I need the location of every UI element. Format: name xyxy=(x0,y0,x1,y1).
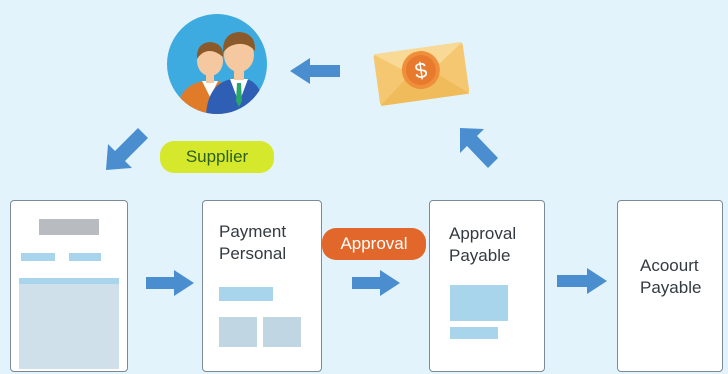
document-line-left xyxy=(21,253,55,261)
approval-payable-card: Approval Payable xyxy=(429,200,545,372)
arrow-up-left xyxy=(460,128,498,168)
payment-personal-title-line1: Payment xyxy=(219,222,287,241)
supplier-label: Supplier xyxy=(160,141,274,173)
account-payable-title-line1: Acoourt xyxy=(640,256,699,275)
payment-personal-bar xyxy=(219,287,273,301)
approval-payable-title-line1: Approval xyxy=(449,224,517,243)
supplier-people-icon xyxy=(167,14,267,114)
dollar-envelope-icon: $ xyxy=(373,41,470,106)
payment-personal-box-left xyxy=(219,317,257,347)
approval-payable-box xyxy=(450,285,508,321)
arrow-right-2 xyxy=(352,270,400,296)
approval-label: Approval xyxy=(322,228,426,260)
arrow-down-left xyxy=(106,128,148,170)
svg-text:$: $ xyxy=(413,57,429,83)
account-payable-card: Acoourt Payable xyxy=(617,200,723,372)
document-table-header xyxy=(19,278,119,284)
arrow-right-3 xyxy=(557,268,607,294)
payment-personal-card: Payment Personal xyxy=(202,200,322,372)
arrow-right-1 xyxy=(146,270,194,296)
payment-personal-box-right xyxy=(263,317,301,347)
arrow-left xyxy=(290,58,340,84)
document-card xyxy=(10,200,128,372)
approval-payable-title-line2: Payable xyxy=(449,246,511,265)
document-line-right xyxy=(69,253,101,261)
document-table-body xyxy=(19,284,119,369)
document-header-block xyxy=(39,219,99,235)
payment-personal-title-line2: Personal xyxy=(219,244,287,263)
approval-payable-bar xyxy=(450,327,498,339)
account-payable-title-line2: Payable xyxy=(640,278,702,297)
